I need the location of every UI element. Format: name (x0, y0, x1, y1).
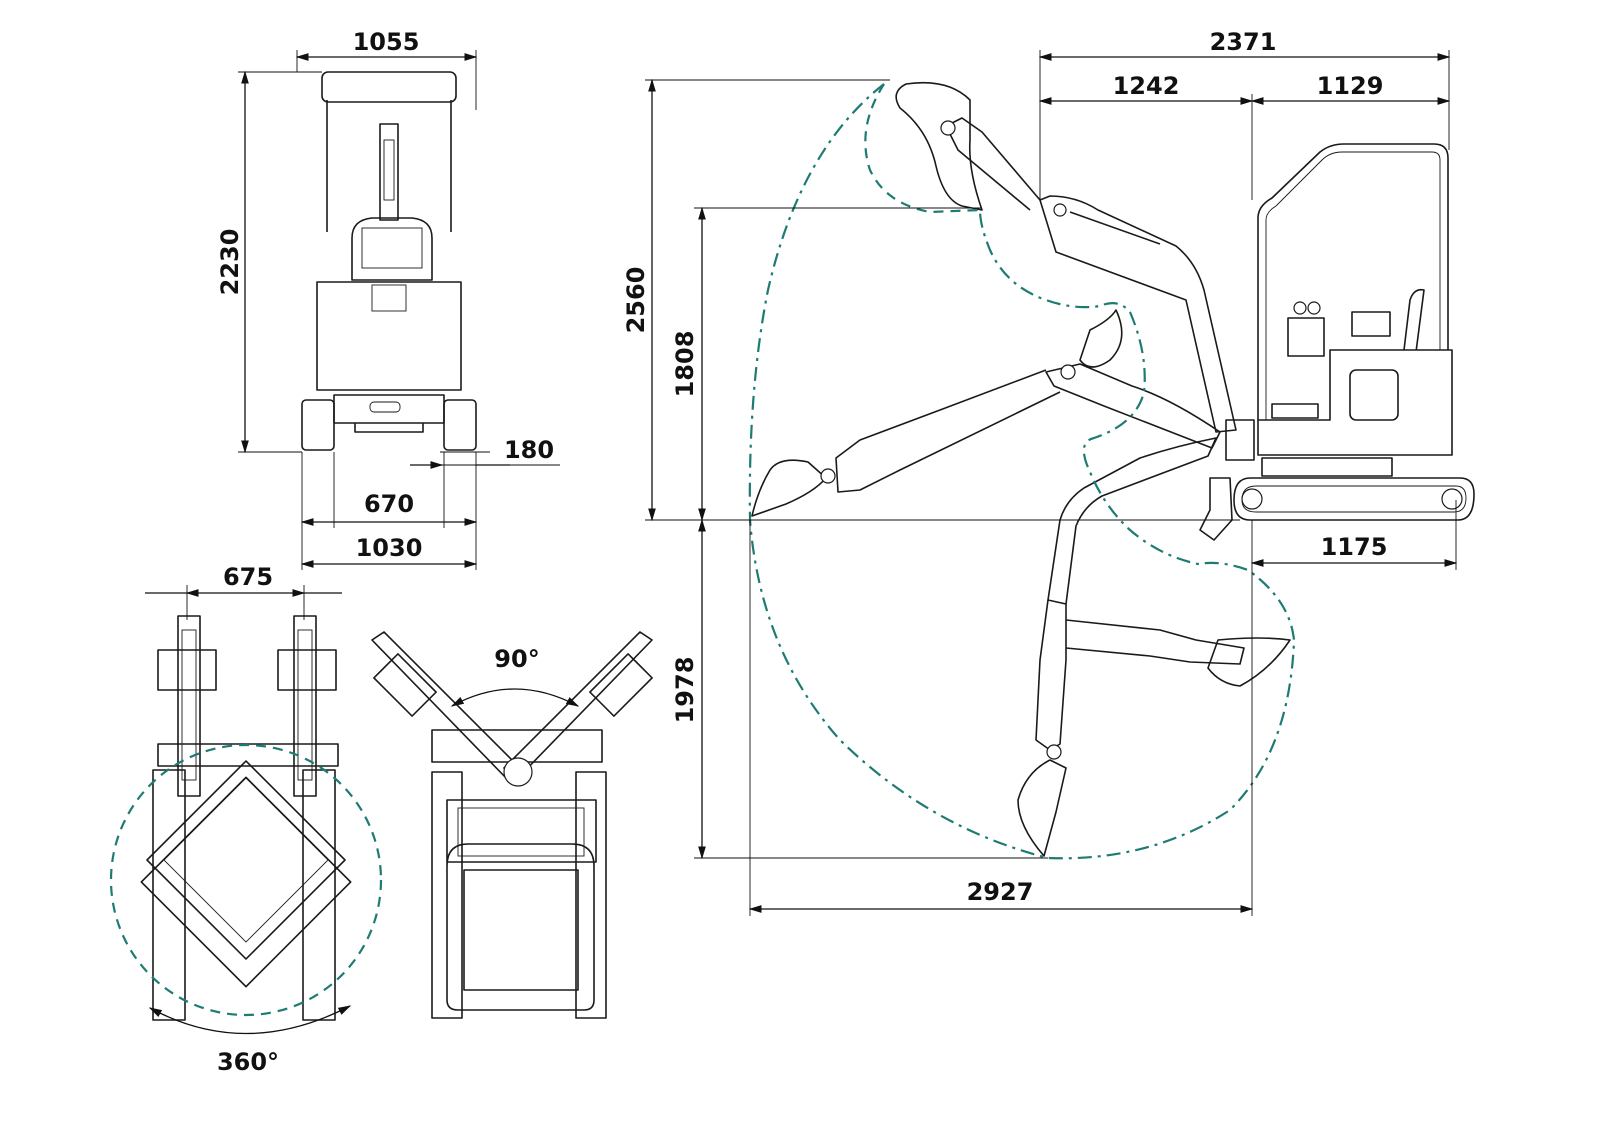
boom-pose-mid (751, 309, 1221, 517)
dim-boom-offset: 675 (223, 563, 273, 591)
dim-ground-clearance: 180 (504, 436, 554, 464)
side-view-dimensions: 2371 1242 1129 2560 1808 1978 2927 1175 (622, 28, 1458, 916)
dim-track-gauge: 670 (364, 490, 414, 518)
dim-tail-length: 1175 (1321, 533, 1388, 561)
dim-overall-width: 1055 (353, 28, 420, 56)
dim-boom-swing-angle: 90° (494, 645, 539, 673)
dim-front-length: 1242 (1113, 72, 1180, 100)
side-view-machine (1199, 143, 1475, 541)
front-view (301, 71, 477, 451)
dim-max-dig-height: 2560 (622, 267, 650, 334)
top-view-swing: 90° (371, 631, 653, 1019)
dim-max-dump-height: 1808 (671, 331, 699, 398)
dim-overall-length: 2371 (1210, 28, 1277, 56)
boom-pose-high (895, 81, 1237, 433)
dim-height: 2230 (216, 229, 244, 296)
dim-rotation-angle: 360° (217, 1048, 279, 1076)
front-view-dimensions: 1055 2230 180 670 1030 (216, 28, 560, 570)
boom-pose-deep (1017, 437, 1291, 857)
boom-right (277, 615, 337, 797)
dim-max-dig-depth: 1978 (671, 657, 699, 724)
dim-rear-length: 1129 (1317, 72, 1384, 100)
top-view-rotation: 675 360° (109, 563, 383, 1076)
dim-track-width: 1030 (356, 534, 423, 562)
boom-left (157, 615, 217, 797)
dim-max-reach: 2927 (967, 878, 1034, 906)
